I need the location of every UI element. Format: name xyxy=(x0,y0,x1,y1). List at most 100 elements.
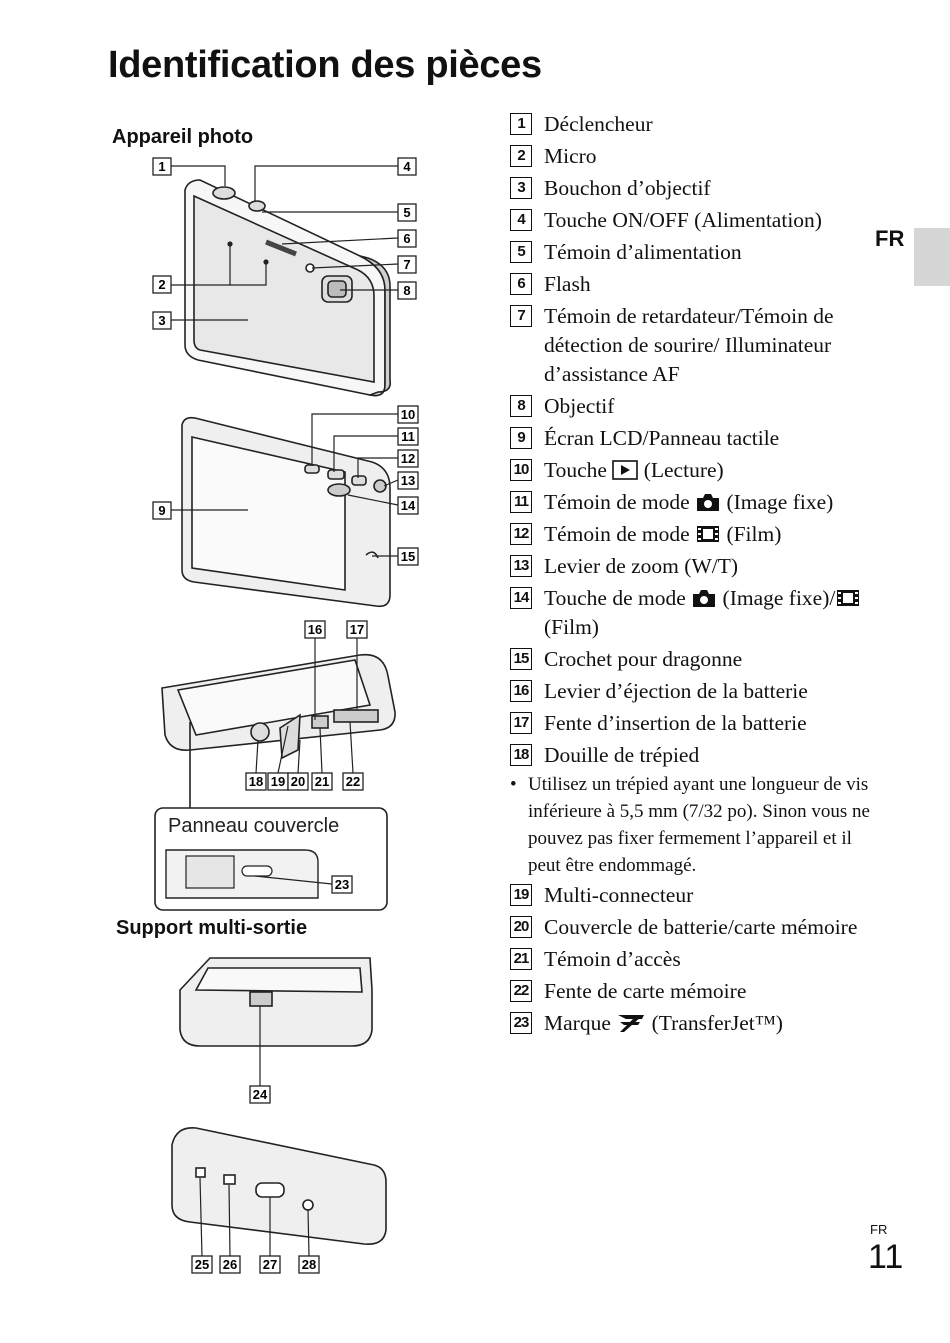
legend-number: 13 xyxy=(510,555,532,577)
page-number: 11 xyxy=(868,1238,904,1276)
legend-number: 4 xyxy=(510,209,532,231)
legend-number: 14 xyxy=(510,587,532,609)
svg-text:19: 19 xyxy=(271,774,285,789)
legend-text: (Film) xyxy=(726,522,782,546)
legend-number: 9 xyxy=(510,427,532,449)
legend-number: 5 xyxy=(510,241,532,263)
callout-24: 24 xyxy=(249,1085,271,1104)
legend-number: 10 xyxy=(510,459,532,481)
svg-text:1: 1 xyxy=(158,159,165,174)
svg-text:22: 22 xyxy=(346,774,360,789)
camera-icon xyxy=(693,590,716,607)
svg-text:8: 8 xyxy=(403,283,410,298)
callout-27: 27 xyxy=(259,1255,281,1274)
legend-text: Levier de zoom (W/T) xyxy=(544,554,739,578)
legend-number: 20 xyxy=(510,916,532,938)
svg-text:26: 26 xyxy=(223,1257,237,1272)
note-bullet: • xyxy=(510,774,517,795)
callout-5: 5 xyxy=(397,203,417,222)
legend-item-1: 1 Déclencheur xyxy=(510,110,870,139)
callout-14: 14 xyxy=(397,496,419,515)
callout-3: 3 xyxy=(152,311,172,330)
legend-number: 6 xyxy=(510,273,532,295)
legend-text: Écran LCD/Panneau tactile xyxy=(544,426,780,450)
svg-text:7: 7 xyxy=(403,257,410,272)
callout-10: 10 xyxy=(397,405,419,424)
callout-13: 13 xyxy=(397,471,419,490)
svg-text:5: 5 xyxy=(403,205,410,220)
callout-leaders xyxy=(171,165,399,1257)
note-text: Utilisez un trépied ayant une longueur d… xyxy=(528,774,870,876)
callout-6: 6 xyxy=(397,229,417,248)
legend-text: Témoin d’alimentation xyxy=(544,240,742,264)
camera-icon xyxy=(697,494,720,511)
svg-text:10: 10 xyxy=(401,407,415,422)
callout-21: 21 xyxy=(311,772,333,791)
legend-number: 11 xyxy=(510,491,532,513)
callout-28: 28 xyxy=(298,1255,320,1274)
legend-text: Douille de trépied xyxy=(544,743,700,767)
legend-item-9: 9 Écran LCD/Panneau tactile xyxy=(510,424,870,453)
legend-text: Crochet pour dragonne xyxy=(544,647,743,671)
svg-text:6: 6 xyxy=(403,231,410,246)
legend-text: Fente d’insertion de la batterie xyxy=(544,711,807,735)
dock-rear-drawing xyxy=(171,1127,387,1246)
play-icon xyxy=(612,460,639,480)
cover-panel-label: Panneau couvercle xyxy=(168,815,339,837)
callout-25: 25 xyxy=(191,1255,213,1274)
svg-text:27: 27 xyxy=(263,1257,277,1272)
legend-number: 1 xyxy=(510,113,532,135)
svg-text:13: 13 xyxy=(401,473,415,488)
legend-number: 16 xyxy=(510,680,532,702)
svg-text:4: 4 xyxy=(403,159,411,174)
callout-boxes: 1 2 3 4 5 6 7 8 9 10 11 12 13 14 15 16 1… xyxy=(152,157,419,1274)
callout-12: 12 xyxy=(397,449,419,468)
legend-text: Témoin de mode xyxy=(544,522,690,546)
svg-text:11: 11 xyxy=(401,429,415,444)
legend-text: Multi-connecteur xyxy=(544,883,694,907)
callout-15: 15 xyxy=(397,547,419,566)
legend-number: 21 xyxy=(510,948,532,970)
legend-item-3: 3 Bouchon d’objectif xyxy=(510,174,870,203)
legend-number: 3 xyxy=(510,177,532,199)
section-heading-camera: Appareil photo xyxy=(112,126,254,148)
language-tab-bar xyxy=(914,228,950,286)
callout-4: 4 xyxy=(397,157,417,176)
legend-number: 17 xyxy=(510,712,532,734)
svg-text:16: 16 xyxy=(308,622,322,637)
legend-number: 2 xyxy=(510,145,532,167)
callout-8: 8 xyxy=(397,281,417,300)
legend-text: Objectif xyxy=(544,394,615,418)
svg-text:23: 23 xyxy=(335,877,349,892)
svg-text:9: 9 xyxy=(158,503,165,518)
transferjet-icon xyxy=(618,1015,645,1032)
callout-18: 18 xyxy=(245,772,267,791)
legend-number: 12 xyxy=(510,523,532,545)
camera-back-drawing xyxy=(181,416,391,608)
camera-bottom-drawing xyxy=(161,653,396,810)
tripod-note: • Utilisez un trépied ayant une longueur … xyxy=(510,771,870,879)
legend-number: 19 xyxy=(510,884,532,906)
svg-text:3: 3 xyxy=(158,313,165,328)
svg-text:14: 14 xyxy=(401,498,416,513)
legend-number: 15 xyxy=(510,648,532,670)
svg-text:15: 15 xyxy=(401,549,415,564)
legend-text: Touche de mode xyxy=(544,586,686,610)
legend-text: (Lecture) xyxy=(643,458,724,482)
legend-text: Bouchon d’objectif xyxy=(544,176,711,200)
callout-20: 20 xyxy=(287,772,309,791)
page-title: Identification des pièces xyxy=(108,44,542,86)
legend-text: Marque xyxy=(544,1011,611,1035)
legend-text: Déclencheur xyxy=(544,112,653,136)
callout-2: 2 xyxy=(152,275,172,294)
dock-front-drawing xyxy=(179,957,373,1047)
legend-text: (Film) xyxy=(544,615,599,639)
